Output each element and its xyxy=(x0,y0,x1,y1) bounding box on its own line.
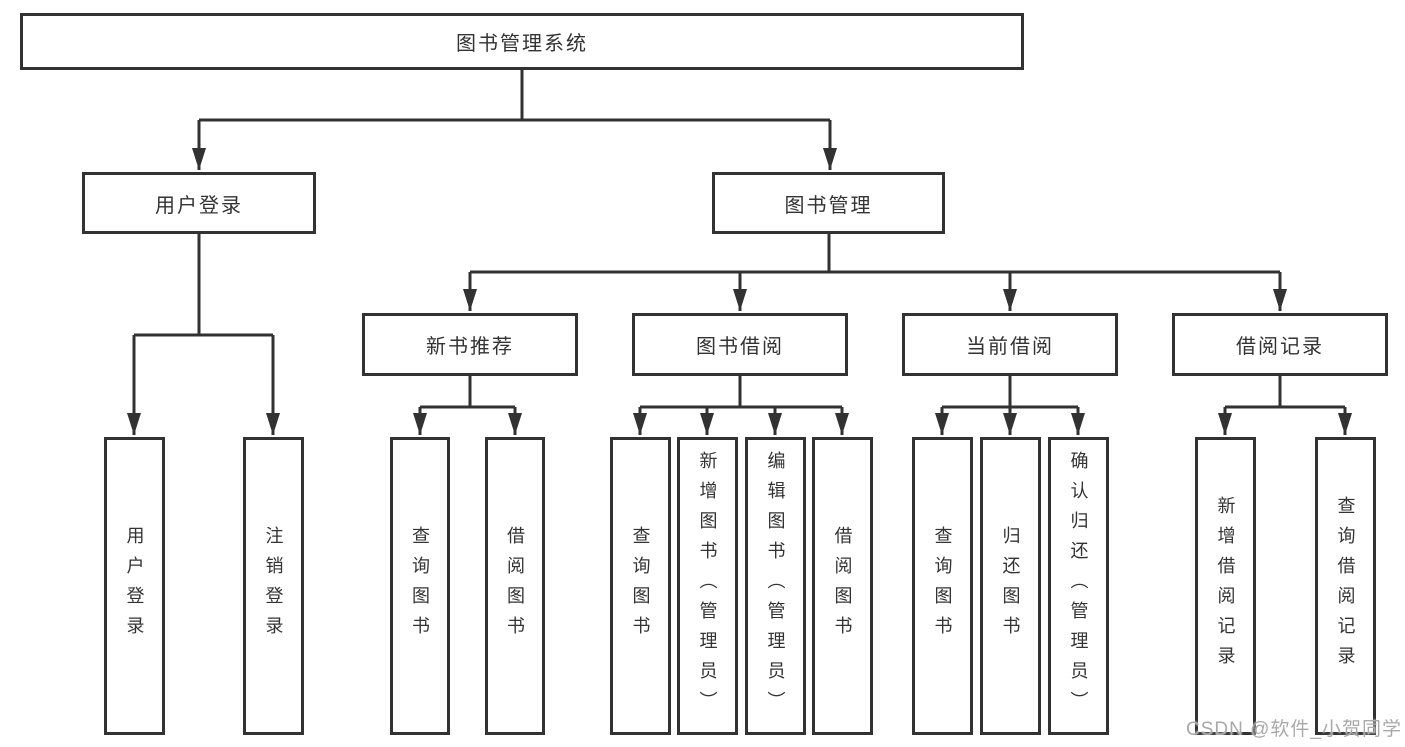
leaf-user-login-label: 用户登录 xyxy=(124,526,145,646)
node-user-login: 用户登录 xyxy=(82,172,316,234)
leaf-confirm-return-admin-label: 确认归还（管理员） xyxy=(1068,451,1089,721)
watermark: CSDN @软件_小贺同学 xyxy=(1186,719,1402,740)
leaf-query-books-current-label: 查询图书 xyxy=(932,526,953,646)
node-user-login-label: 用户登录 xyxy=(155,194,243,217)
connector-mgmt-split xyxy=(470,234,1280,274)
node-new-book-recommend-label: 新书推荐 xyxy=(426,336,514,358)
node-borrow-records: 借阅记录 xyxy=(1172,313,1388,376)
leaf-query-books-recommend: 查询图书 xyxy=(390,437,450,735)
leaf-add-borrow-record: 新增借阅记录 xyxy=(1195,437,1256,735)
leaf-borrow-books-recommend-label: 借阅图书 xyxy=(505,526,525,646)
node-borrow-records-label: 借阅记录 xyxy=(1236,336,1324,358)
connector-borrow-split xyxy=(640,376,842,409)
node-book-borrow-label: 图书借阅 xyxy=(696,336,784,358)
connector-records-split xyxy=(1225,376,1345,409)
node-root: 图书管理系统 xyxy=(20,13,1024,70)
leaf-user-login: 用户登录 xyxy=(104,437,165,735)
leaf-logout-label: 注销登录 xyxy=(263,526,284,646)
connector-recommend-split xyxy=(420,376,515,409)
leaf-add-book-admin: 新增图书（管理员） xyxy=(677,437,738,735)
leaf-add-book-admin-label: 新增图书（管理员） xyxy=(697,451,718,721)
connector-current-split xyxy=(942,376,1078,409)
node-new-book-recommend: 新书推荐 xyxy=(362,313,578,376)
leaf-query-books-borrow: 查询图书 xyxy=(610,437,671,735)
leaf-edit-book-admin-label: 编辑图书（管理员） xyxy=(765,451,786,721)
leaf-logout: 注销登录 xyxy=(243,437,304,735)
node-root-label: 图书管理系统 xyxy=(456,33,588,55)
leaf-add-borrow-record-label: 新增借阅记录 xyxy=(1215,496,1236,676)
connector-login-split xyxy=(134,234,273,337)
leaf-query-books-current: 查询图书 xyxy=(912,437,973,735)
node-book-borrow: 图书借阅 xyxy=(632,313,848,376)
node-book-management-label: 图书管理 xyxy=(784,194,873,217)
node-current-borrow: 当前借阅 xyxy=(902,313,1118,376)
leaf-borrow-books-recommend: 借阅图书 xyxy=(485,437,545,735)
leaf-return-book-label: 归还图书 xyxy=(1000,526,1021,646)
leaf-return-book: 归还图书 xyxy=(980,437,1041,735)
leaf-borrow-books-label: 借阅图书 xyxy=(832,526,853,646)
leaf-query-books-borrow-label: 查询图书 xyxy=(630,526,651,646)
leaf-confirm-return-admin: 确认归还（管理员） xyxy=(1048,437,1109,735)
leaf-query-borrow-record: 查询借阅记录 xyxy=(1315,437,1376,735)
connector-root-split xyxy=(199,70,830,122)
leaf-edit-book-admin: 编辑图书（管理员） xyxy=(745,437,806,735)
leaf-query-borrow-record-label: 查询借阅记录 xyxy=(1335,496,1356,676)
leaf-query-books-recommend-label: 查询图书 xyxy=(410,526,430,646)
node-current-borrow-label: 当前借阅 xyxy=(966,336,1054,358)
leaf-borrow-books: 借阅图书 xyxy=(812,437,873,735)
node-book-management: 图书管理 xyxy=(712,172,945,234)
